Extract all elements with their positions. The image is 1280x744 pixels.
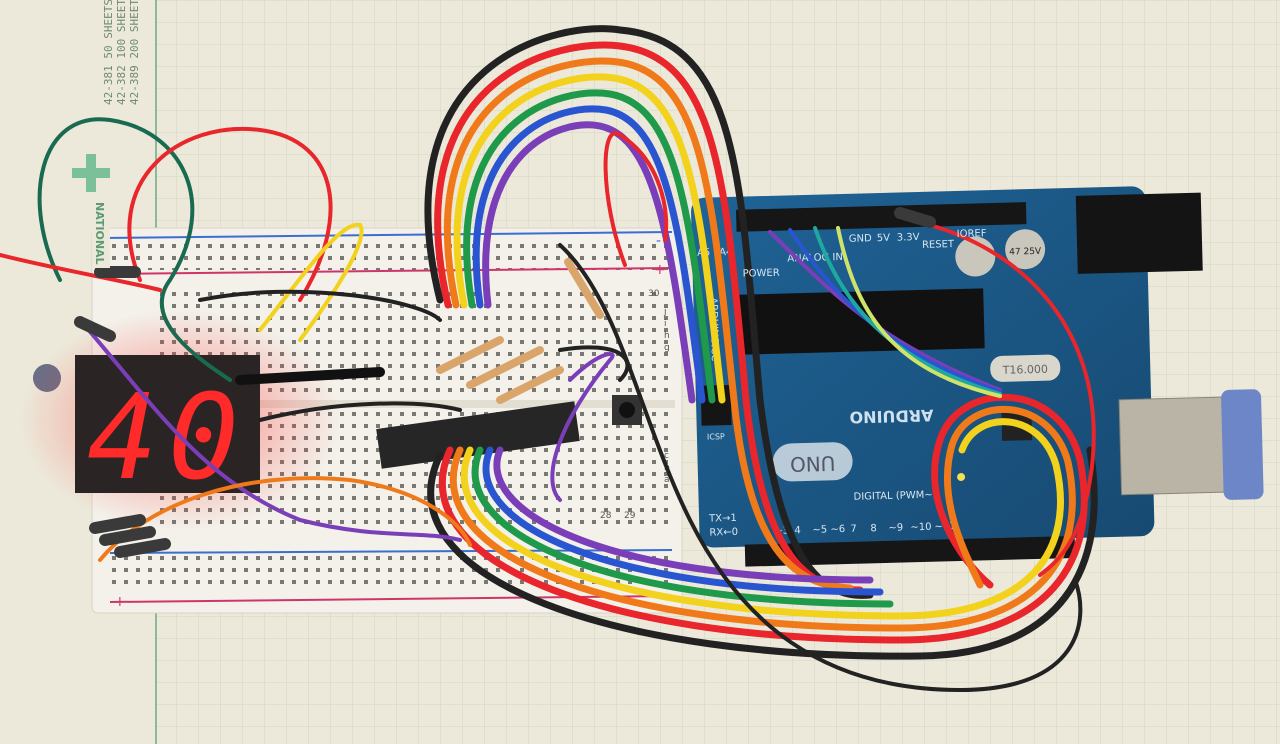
power-led xyxy=(957,472,966,481)
pin-label: ~9 xyxy=(888,523,903,534)
catalog-line: 42-389 200 SHEETS xyxy=(128,0,141,105)
pin-label: RX←0 xyxy=(709,527,738,539)
row-letter: j xyxy=(663,307,667,317)
pin-label: DIGITAL (PWM~) xyxy=(853,490,936,503)
pin-label: GND xyxy=(849,233,873,245)
dc-jack xyxy=(1075,192,1203,274)
rail-plus-label: + xyxy=(654,262,666,278)
arduino-uno-board: 47 25V T16.000 UNO ARDUINO ARDUINO.CC A5… xyxy=(691,186,1264,567)
row-letter: i xyxy=(664,319,667,329)
row-number: 28 xyxy=(600,511,612,521)
pin-label: ~10 xyxy=(910,522,931,534)
pin-label: POWER xyxy=(743,268,780,280)
usb-port[interactable] xyxy=(1118,396,1235,496)
pin-label: ICSP xyxy=(707,432,725,441)
paper-brand-overlay: NATIONAL xyxy=(92,198,110,268)
row-letter: a xyxy=(664,475,670,485)
pin-label: ~3 xyxy=(774,525,789,536)
catalog-line: 42-381 50 SHEETS xyxy=(102,0,115,105)
crystal-oscillator xyxy=(990,354,1061,382)
pin-label: 3.3V xyxy=(897,232,920,244)
national-logo-icon xyxy=(72,154,110,192)
board-model: UNO xyxy=(790,451,836,476)
header-digital xyxy=(744,536,1076,567)
pin-label: TX→1 xyxy=(708,513,737,525)
pin-label: ~6 xyxy=(830,524,845,535)
jumper-wires xyxy=(0,25,1098,693)
row-letter: h xyxy=(664,331,670,341)
row-letter: c xyxy=(664,451,669,461)
display-digits: 40 xyxy=(87,368,249,506)
pin-label: 4 xyxy=(794,525,801,536)
paper-brand: NATIONAL xyxy=(93,202,106,265)
pin-label: IOREF xyxy=(957,228,987,240)
pin-label: ~5 xyxy=(812,524,827,535)
pin-label: RESET xyxy=(922,239,955,251)
catalog-line: 42-382 100 SHEETS xyxy=(115,0,128,105)
pin-label: 5V xyxy=(877,233,891,244)
pin-label: 8 xyxy=(870,523,877,534)
row-number: 29 xyxy=(624,511,636,521)
capacitor xyxy=(1005,229,1046,270)
pin-label: A4 xyxy=(719,247,732,258)
push-button-cap[interactable] xyxy=(619,402,635,418)
header-power-analog xyxy=(736,202,1027,232)
board-brand: ARDUINO xyxy=(849,406,933,427)
arduino-label-overlay: RESET IOREF TX→1 POWER xyxy=(708,228,987,525)
rail-plus-label: + xyxy=(114,594,126,610)
crystal-label: T16.000 xyxy=(1002,363,1049,377)
atmega-chip xyxy=(738,288,985,355)
pin-label: 7 xyxy=(850,524,857,535)
shift-register-chip xyxy=(376,401,580,469)
usb-cable xyxy=(1221,389,1264,500)
row-letter: g xyxy=(664,343,670,353)
capacitor-label: 47 25V xyxy=(1009,247,1042,258)
rail-minus-label: - xyxy=(656,233,661,249)
resistors xyxy=(436,258,604,404)
row-number: 30 xyxy=(648,289,660,299)
icsp-header xyxy=(700,384,732,426)
